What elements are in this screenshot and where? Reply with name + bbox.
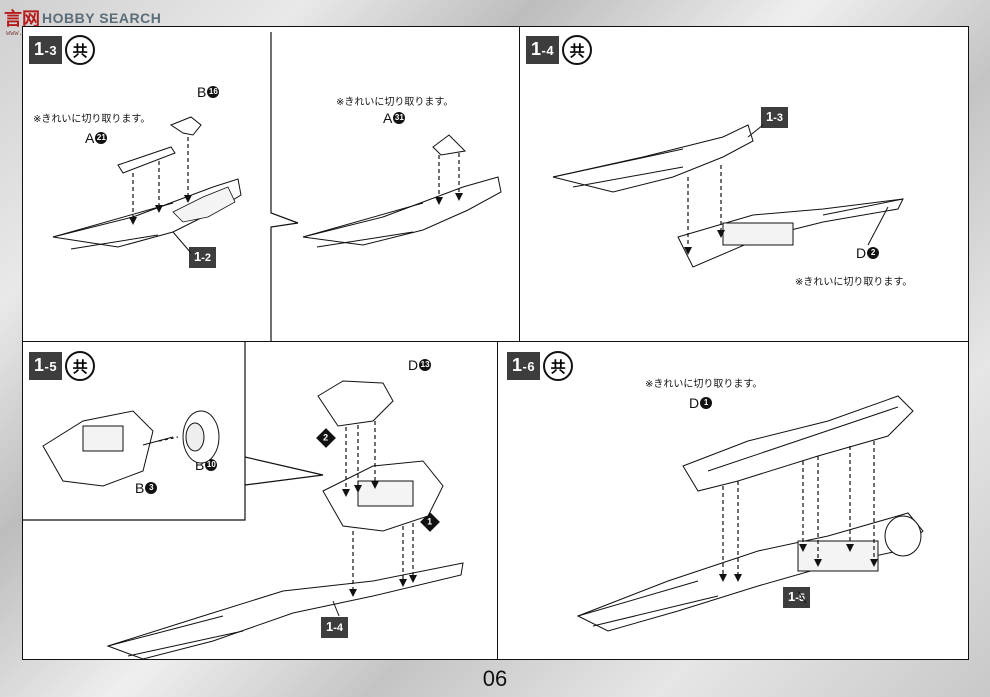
ref-tag-1-5: 1-5 bbox=[783, 587, 811, 608]
divider-horizontal bbox=[23, 341, 968, 342]
watermark-logo-char: 言 bbox=[4, 9, 22, 30]
step-number-main: 1 bbox=[512, 355, 523, 375]
divider-top-vertical bbox=[519, 27, 520, 341]
step-number-sub: -6 bbox=[522, 359, 536, 374]
step-1-3-drawing-right bbox=[302, 134, 502, 248]
part-letter: A bbox=[85, 130, 95, 146]
tag-sub: -2 bbox=[201, 252, 212, 264]
part-letter: A bbox=[383, 110, 393, 126]
tag-main: 1 bbox=[766, 109, 774, 124]
part-number-icon: 31 bbox=[393, 112, 406, 124]
tag-sub: -3 bbox=[773, 112, 784, 124]
tag-main: 1 bbox=[326, 619, 334, 634]
part-number-icon: 1 bbox=[700, 397, 713, 409]
common-parts-icon: 共 bbox=[65, 35, 96, 65]
step-number: 1-6 bbox=[507, 352, 541, 380]
ref-tag-1-2: 1-2 bbox=[189, 247, 217, 268]
step-1-5-header: 1-5 共 bbox=[29, 351, 96, 381]
step-1-3-callout-frame bbox=[23, 32, 324, 521]
common-parts-icon: 共 bbox=[562, 35, 593, 65]
step-number-main: 1 bbox=[34, 355, 45, 375]
step-number: 1-5 bbox=[29, 352, 63, 380]
tag-sub: -5 bbox=[795, 592, 806, 604]
ref-tag-1-3: 1-3 bbox=[761, 107, 789, 128]
step-number: 1-4 bbox=[526, 36, 560, 64]
part-letter: B bbox=[135, 480, 145, 496]
clean-cut-note-4: ※きれいに切り取ります。 bbox=[645, 379, 763, 390]
part-number-icon: 16 bbox=[207, 86, 220, 98]
step-1-3-drawing-left bbox=[52, 116, 242, 254]
part-letter: D bbox=[689, 395, 700, 411]
clean-cut-note: ※きれいに切り取ります。 bbox=[33, 114, 151, 125]
common-parts-icon: 共 bbox=[65, 351, 96, 381]
part-number-icon: 3 bbox=[145, 482, 158, 494]
part-letter: D bbox=[856, 245, 867, 261]
step-1-5-drawing bbox=[42, 380, 464, 660]
watermark-logo-char-2: 网 bbox=[22, 9, 40, 30]
clean-cut-note-2: ※きれいに切り取ります。 bbox=[336, 97, 454, 108]
step-1-6-drawing bbox=[576, 395, 924, 632]
divider-bottom-vertical bbox=[497, 341, 498, 659]
common-parts-icon: 共 bbox=[543, 351, 574, 381]
step-number-main: 1 bbox=[531, 39, 542, 59]
step-number-sub: -5 bbox=[44, 359, 58, 374]
ref-tag-1-4: 1-4 bbox=[321, 617, 349, 638]
part-number-icon: 10 bbox=[205, 459, 218, 471]
watermark: 言 网 HOBBY SEARCH bbox=[4, 4, 161, 32]
part-number-icon: 2 bbox=[867, 247, 880, 259]
part-number-icon: 21 bbox=[95, 132, 108, 144]
tag-sub: -4 bbox=[333, 622, 344, 634]
step-1-4-header: 1-4 共 bbox=[526, 35, 593, 65]
part-letter: B bbox=[197, 84, 207, 100]
step-1-6-header: 1-6 共 bbox=[507, 351, 574, 381]
step-number-sub: -3 bbox=[44, 43, 58, 58]
step-1-3-header: 1-3 共 bbox=[29, 35, 96, 65]
page-number: 06 bbox=[482, 666, 508, 691]
part-letter: B bbox=[195, 457, 205, 473]
watermark-text: HOBBY SEARCH bbox=[42, 10, 162, 26]
watermark-logo: 言 网 bbox=[4, 5, 40, 31]
step-1-4-drawing bbox=[552, 124, 904, 268]
tag-main: 1 bbox=[194, 249, 202, 264]
step-number-main: 1 bbox=[34, 39, 45, 59]
step-number-sub: -4 bbox=[541, 43, 555, 58]
part-number-icon: 13 bbox=[419, 359, 432, 371]
tag-main: 1 bbox=[788, 589, 796, 604]
clean-cut-note-3: ※きれいに切り取ります。 bbox=[795, 277, 913, 288]
step-number: 1-3 bbox=[29, 36, 63, 64]
part-letter: D bbox=[408, 357, 419, 373]
